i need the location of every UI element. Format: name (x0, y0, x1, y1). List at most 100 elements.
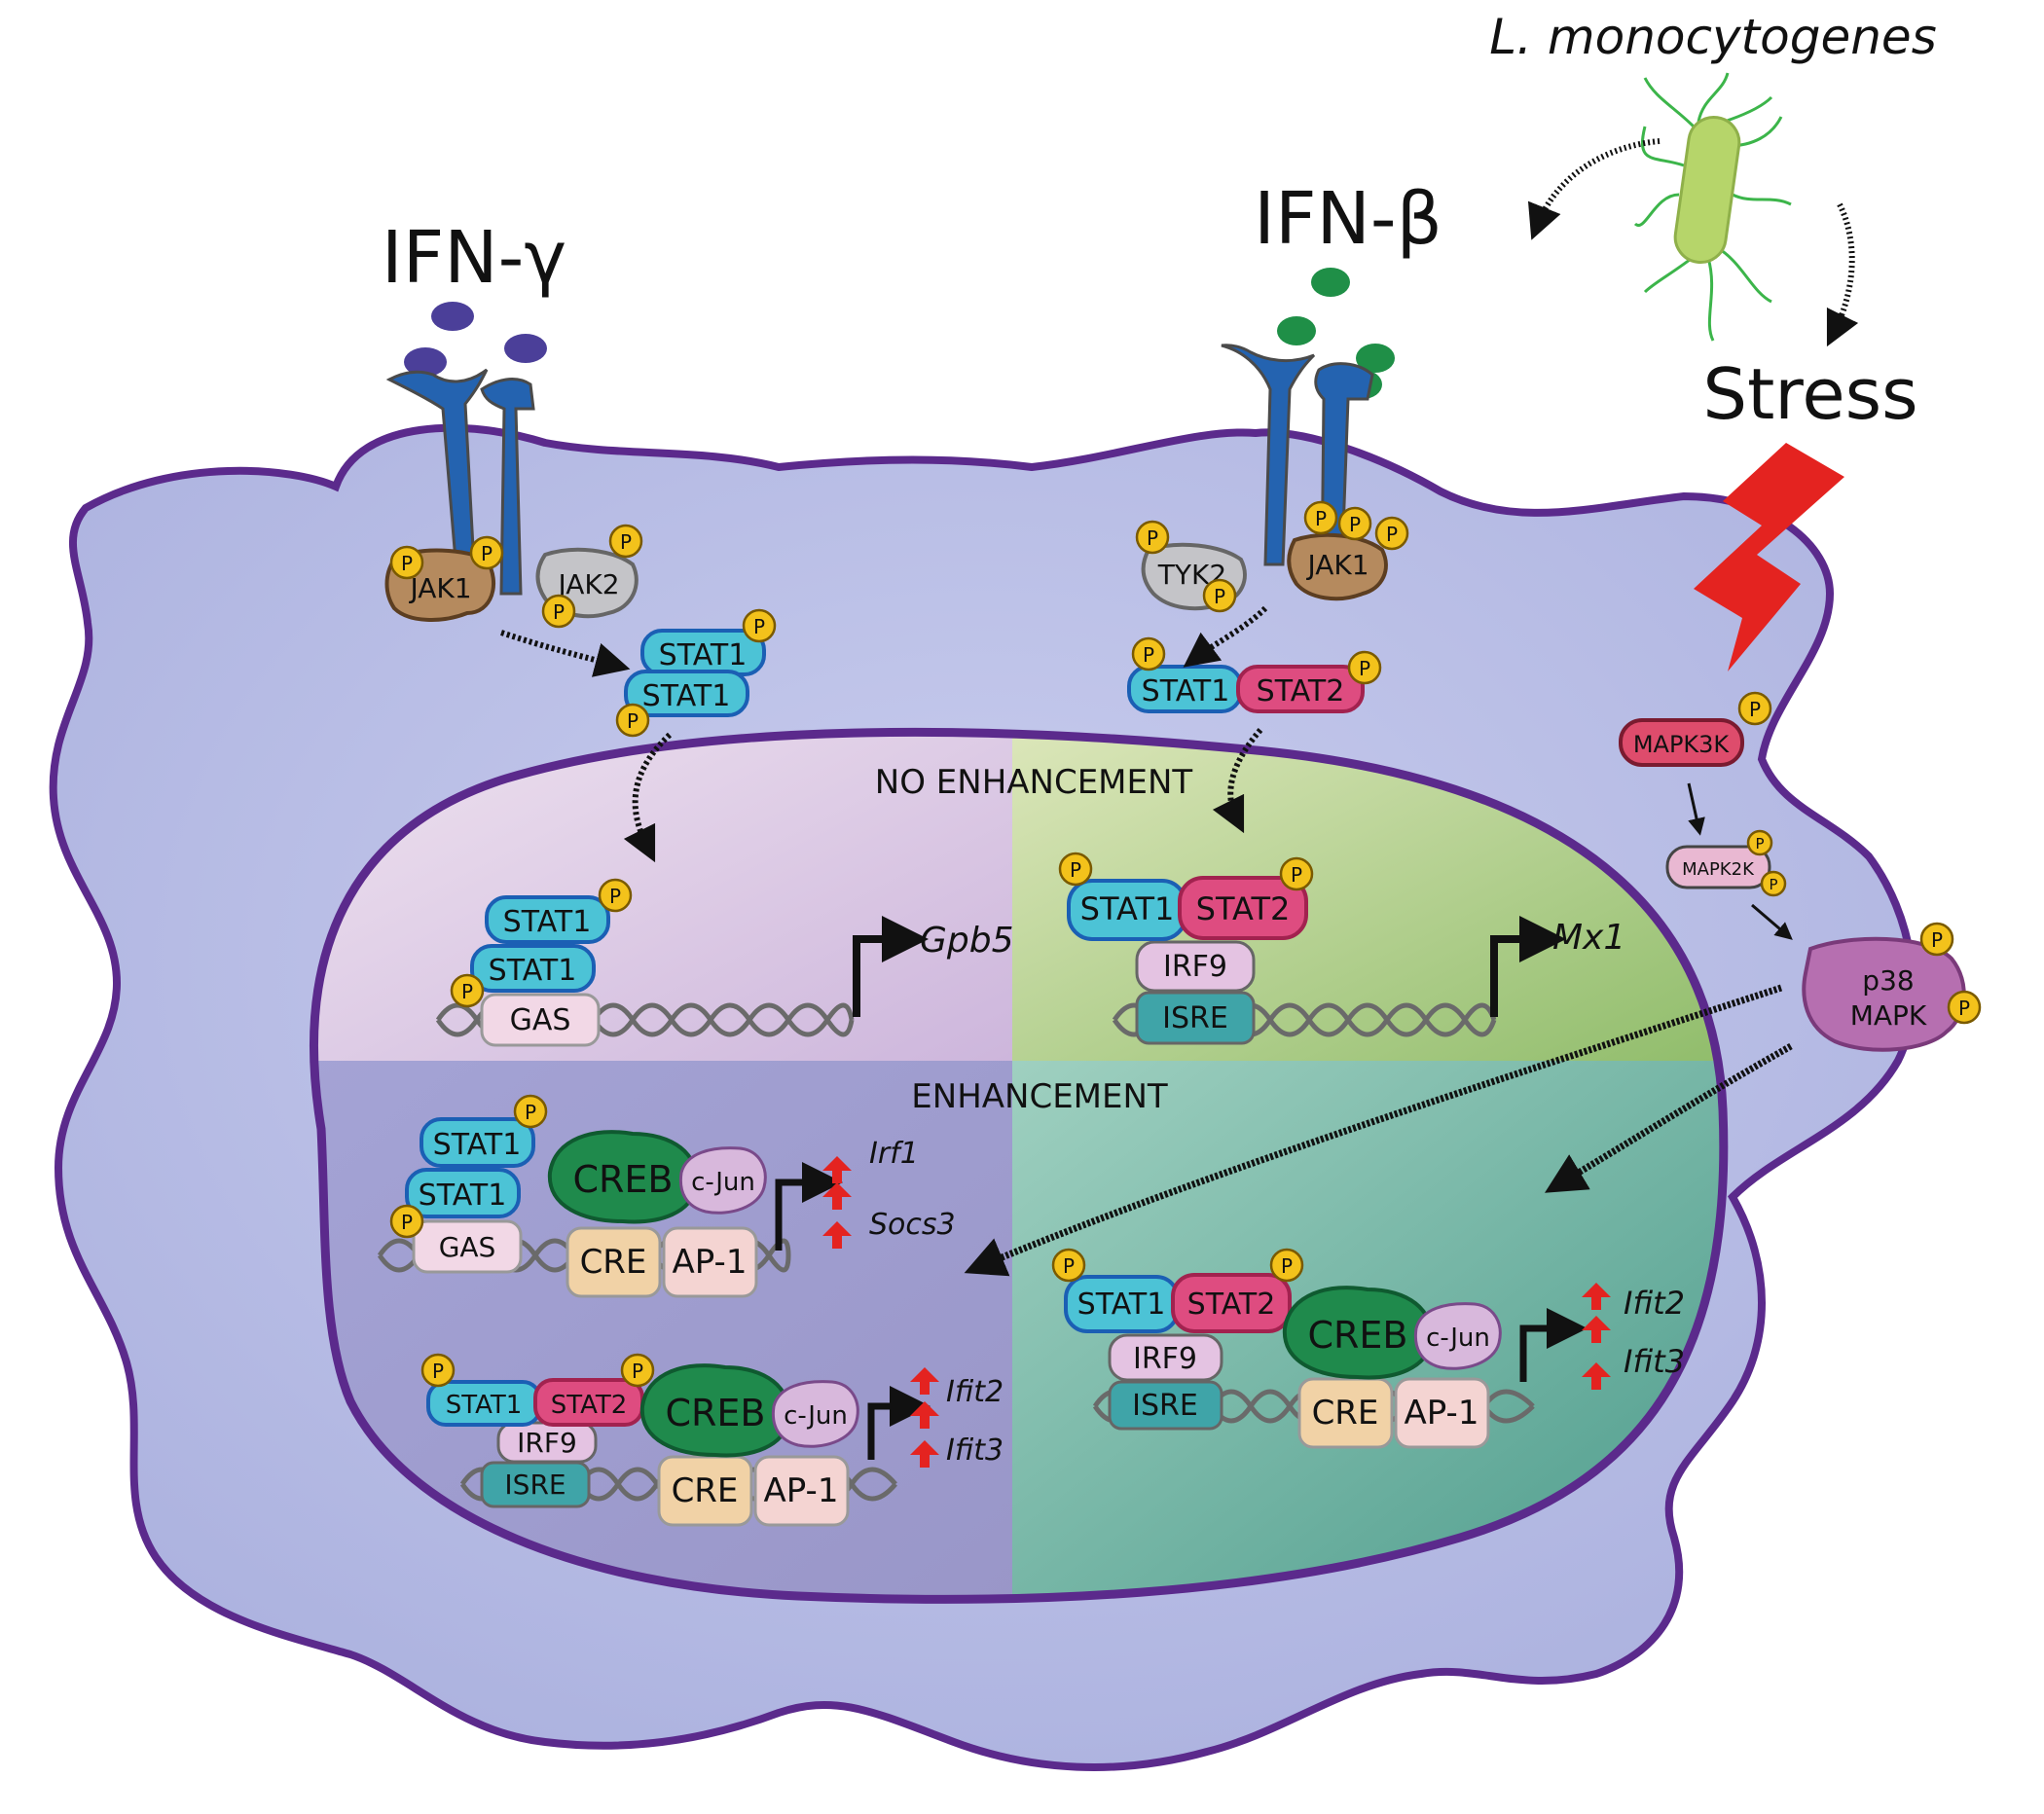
ifn-beta-label: IFN-β (1254, 177, 1442, 261)
tss-arrow-mx1 (1490, 916, 1566, 1017)
bacterium-icon (1633, 72, 1792, 342)
svg-text:P: P (1931, 928, 1943, 952)
phospho-icon: P (1347, 650, 1382, 685)
arrow-mapk2k-to-p38 (1751, 903, 1793, 940)
phospho-icon: P (1760, 870, 1787, 897)
bacterium-body (1673, 115, 1741, 265)
stat1-nuc-bl-top-label: STAT1 (433, 1128, 522, 1162)
mapk2k-label: MAPK2K (1682, 859, 1755, 880)
svg-text:P: P (1070, 858, 1081, 882)
gas-bl-label: GAS (439, 1231, 496, 1263)
cjun-bl-lower-label: c-Jun (784, 1401, 848, 1431)
stat1-nuc-bl-bottom-label: STAT1 (419, 1179, 507, 1213)
irf9-br-label: IRF9 (1133, 1342, 1197, 1376)
phospho-icon: P (389, 545, 424, 580)
stat1-nuc-br-label: STAT1 (1077, 1288, 1166, 1322)
stat2-nuc-tr-label: STAT2 (1196, 890, 1291, 927)
mapk2k-shape (1665, 845, 1771, 889)
cjun-br-label: c-Jun (1426, 1324, 1490, 1353)
nucleus-envelope (310, 727, 1729, 1604)
ap1-element-bl-lower (753, 1455, 850, 1527)
phospho-icon: P (450, 973, 485, 1008)
enhancement-label: ENHANCEMENT (911, 1077, 1168, 1116)
phospho-icon: P (1269, 1248, 1304, 1283)
phospho-icon: P (742, 608, 777, 643)
tss-arrow-ifit-beta (1519, 1308, 1588, 1382)
svg-text:P: P (620, 530, 632, 554)
svg-text:P: P (1359, 657, 1370, 680)
ifn-gamma-receptor (385, 368, 535, 596)
phospho-icon: P (1919, 922, 1954, 957)
jak1-gamma-label: JAK1 (408, 572, 471, 604)
stat2-nuc-br (1171, 1273, 1292, 1333)
svg-text:P: P (1315, 507, 1327, 530)
phospho-icon: P (420, 1353, 456, 1388)
cjun-bl-lower-shape (771, 1380, 859, 1448)
phospho-icon: P (1947, 990, 1982, 1025)
svg-text:P: P (1755, 835, 1764, 853)
up-arrow-ifit2-gamma-b (910, 1401, 939, 1429)
phospho-icon: P (620, 1353, 655, 1388)
arrow-p38-to-ifnb-enhancement (1544, 1042, 1793, 1193)
ap1-bl-lower-label: AP-1 (764, 1471, 839, 1510)
phospho-icon: P (541, 594, 576, 629)
stat2-cyto-beta-label: STAT2 (1257, 674, 1345, 708)
phospho-icon: P (615, 703, 650, 738)
phospho-badges: P P P P P P P P P P P P P P P P P P P P … (389, 500, 1982, 1388)
svg-text:P: P (1143, 643, 1154, 667)
isre-bl-label: ISRE (504, 1469, 566, 1501)
mapk3k-shape (1619, 718, 1744, 767)
svg-text:P: P (632, 1360, 643, 1383)
phospho-icon: P (598, 878, 633, 913)
p38-mapk-shape (1802, 936, 1966, 1052)
svg-text:P: P (627, 709, 639, 733)
phospho-icon: P (608, 524, 643, 559)
svg-text:P: P (753, 615, 765, 638)
isre-element-tr (1135, 991, 1256, 1045)
svg-text:P: P (1281, 1254, 1293, 1278)
arrow-mapk3k-to-mapk2k (1687, 782, 1705, 836)
phospho-icon: P (1303, 500, 1338, 535)
ifn-gamma-ligands (404, 302, 547, 377)
phospho-icon: P (513, 1094, 548, 1129)
mapk3k-label: MAPK3K (1633, 731, 1731, 758)
arrow-p38-to-ifng-enhancement (964, 984, 1783, 1277)
svg-text:P: P (1958, 997, 1970, 1020)
stat1-cyto-beta-label: STAT1 (1142, 674, 1230, 708)
lightning-icon (1694, 443, 1844, 671)
p38-label-line2: MAPK (1850, 999, 1927, 1032)
up-arrow-socs3 (822, 1221, 852, 1249)
cre-element-bl-lower (657, 1455, 753, 1527)
gene-socs3: Socs3 (869, 1208, 956, 1242)
gene-ifit2-gamma: Ifit2 (946, 1375, 1004, 1409)
creb-br-label: CREB (1307, 1314, 1407, 1357)
cre-element-br (1297, 1377, 1394, 1449)
stat1-cyto-gamma-top-label: STAT1 (659, 638, 748, 672)
svg-text:P: P (553, 600, 565, 624)
jak1-beta-label: JAK1 (1305, 549, 1369, 581)
svg-text:P: P (432, 1360, 444, 1383)
phospho-icon: P (1337, 506, 1372, 541)
stress-label: Stress (1702, 353, 1917, 435)
gas-element-bl (412, 1219, 523, 1274)
gas-tl-label: GAS (510, 1003, 571, 1037)
svg-text:P: P (1769, 876, 1777, 893)
up-arrow-irf1 (822, 1156, 852, 1183)
irf9-bl-label: IRF9 (517, 1427, 577, 1459)
stat1-cyto-gamma-bottom-label: STAT1 (642, 679, 731, 713)
svg-text:P: P (1214, 585, 1225, 608)
svg-text:P: P (1147, 526, 1158, 550)
phospho-icon: P (1202, 578, 1237, 613)
irf9-tr-label: IRF9 (1163, 950, 1227, 984)
arrow-stat1-to-nucleus-gamma (623, 732, 673, 863)
stat2-nuc-tr (1178, 876, 1308, 940)
arrow-stat-to-nucleus-beta (1212, 728, 1263, 834)
stat1-nuc-bl-bottom (405, 1168, 521, 1218)
tss-arrow-gpb5 (853, 916, 929, 1017)
phospho-icon: P (1279, 856, 1314, 891)
up-arrow-irf1-b (822, 1182, 852, 1210)
stat1-nuc-tr-label: STAT1 (1080, 890, 1175, 927)
svg-text:P: P (1291, 863, 1302, 887)
arrow-jak-to-stat-beta (1183, 605, 1268, 668)
phospho-icon: P (1746, 829, 1773, 856)
